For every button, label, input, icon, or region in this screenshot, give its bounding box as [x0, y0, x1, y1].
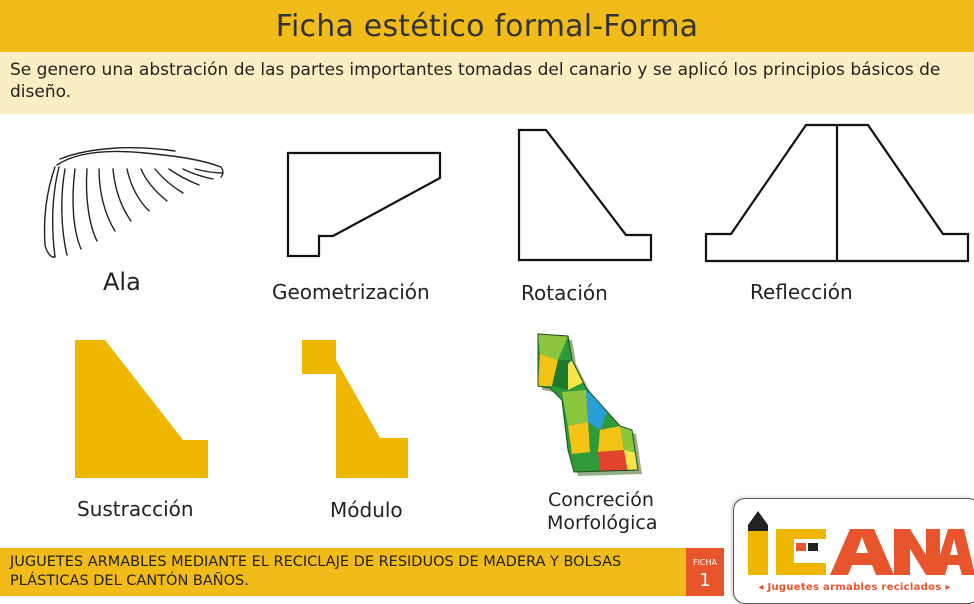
logo-tagline: ◂ Juguetes armables reciclados ▸	[758, 582, 951, 593]
footer-text: JUGUETES ARMABLES MEDIANTE EL RECICLAJE …	[10, 554, 622, 589]
intro-text: Se genero una abstración de las partes i…	[10, 60, 941, 102]
rotacion-figure	[517, 128, 653, 262]
ficha-badge: FICHA 1	[686, 548, 724, 596]
logo-card: ◂ Juguetes armables reciclados ▸	[733, 498, 974, 604]
caption-ala: Ala	[103, 268, 141, 296]
caption-concrecion-line1: Concreción	[548, 489, 654, 511]
intro-band: Se genero una abstración de las partes i…	[0, 52, 974, 114]
concrecion-3d-model-figure	[537, 333, 642, 476]
caption-concrecion-line2: Morfológica	[547, 512, 658, 534]
wing-sketch-figure	[43, 147, 224, 258]
sustraccion-figure	[75, 340, 208, 478]
page-title: Ficha estético formal-Forma	[275, 8, 699, 44]
refleccion-figure	[704, 123, 970, 263]
modulo-figure	[302, 340, 408, 478]
caption-geometrizacion: Geometrización	[272, 280, 430, 304]
geometrizacion-figure	[286, 151, 442, 258]
caption-refleccion: Reflección	[750, 280, 853, 304]
caption-sustraccion: Sustracción	[77, 497, 194, 521]
caption-rotacion: Rotación	[521, 281, 608, 305]
ficha-number: 1	[699, 570, 711, 591]
caption-modulo: Módulo	[330, 498, 403, 522]
title-bar: Ficha estético formal-Forma	[0, 0, 974, 52]
icana-logo	[748, 511, 974, 575]
ficha-label: FICHA	[692, 558, 718, 567]
footer-bar: JUGUETES ARMABLES MEDIANTE EL RECICLAJE …	[0, 548, 686, 596]
